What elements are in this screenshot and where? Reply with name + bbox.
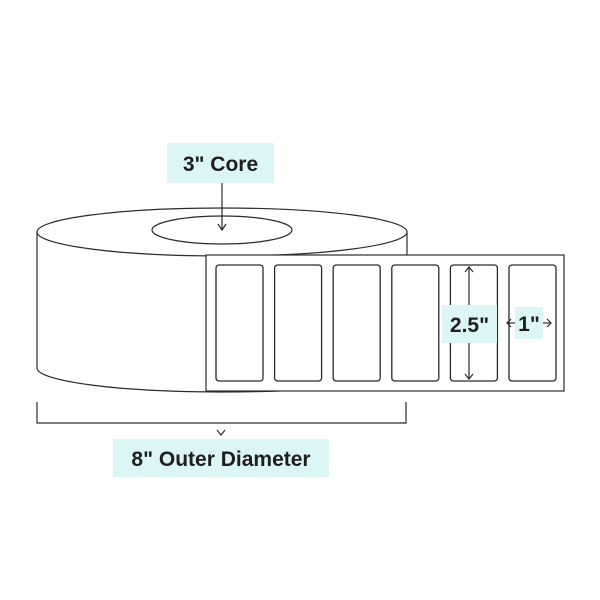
width-label-background bbox=[515, 307, 543, 339]
diameter-bracket bbox=[36, 402, 407, 424]
liner-strip bbox=[205, 254, 565, 392]
height-dimension: 2.5" bbox=[442, 266, 497, 380]
width-label: 1" bbox=[518, 313, 540, 336]
height-arrow-head-top bbox=[464, 266, 474, 273]
width-arrow-head-right bbox=[546, 318, 552, 328]
label-strip bbox=[205, 254, 565, 392]
core-label: 3" Core bbox=[183, 153, 258, 176]
diameter-label: 8" Outer Diameter bbox=[131, 448, 310, 471]
core-callout: 3" Core bbox=[167, 143, 274, 232]
diameter-pointer bbox=[216, 429, 226, 436]
label-1 bbox=[215, 264, 264, 382]
width-arrow-head-left bbox=[506, 318, 512, 328]
label-4 bbox=[391, 264, 440, 382]
label-3 bbox=[332, 264, 381, 382]
label-2 bbox=[273, 264, 323, 382]
height-label-background bbox=[442, 305, 497, 343]
diameter-label-background bbox=[113, 439, 329, 477]
core-label-background bbox=[167, 143, 274, 183]
width-dimension: 1" bbox=[506, 307, 552, 339]
outer-diameter-dimension: 8" Outer Diameter bbox=[36, 402, 407, 477]
height-label: 2.5" bbox=[450, 314, 489, 337]
core-arrow-head bbox=[217, 223, 227, 232]
height-arrow-head-bottom bbox=[464, 373, 474, 380]
